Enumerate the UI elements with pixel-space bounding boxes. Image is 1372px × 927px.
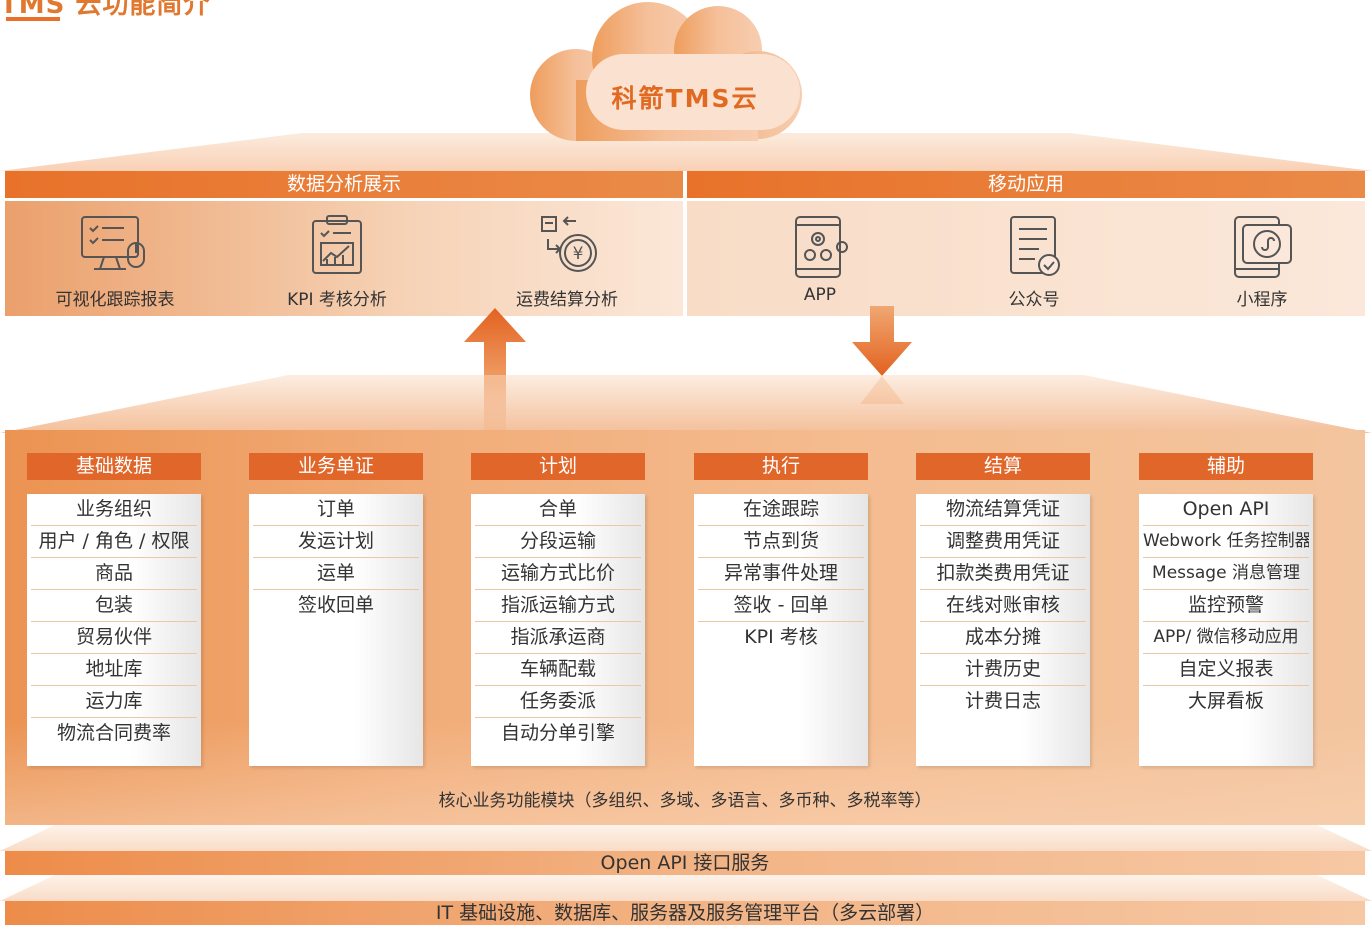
- module-list: Open API Webwork 任务控制器 Message 消息管理 监控预警…: [1139, 494, 1313, 766]
- list-item: 在线对账审核: [920, 590, 1086, 622]
- list-item: 商品: [31, 558, 197, 590]
- core-fade-overlay: [5, 720, 1365, 825]
- mobile-section-panel: APP 公众号 小程序: [687, 201, 1365, 316]
- mobile-item-mini-program: 小程序: [1162, 201, 1362, 316]
- api-connector-shape: [0, 825, 1372, 851]
- list-item: 物流结算凭证: [920, 494, 1086, 526]
- list-item: 任务委派: [475, 686, 641, 718]
- list-item: 自定义报表: [1143, 654, 1309, 686]
- data-item-tracking-report: 可视化跟踪报表: [15, 201, 215, 316]
- list-item: 节点到货: [698, 526, 864, 558]
- list-item: 计费历史: [920, 654, 1086, 686]
- list-item: 扣款类费用凭证: [920, 558, 1086, 590]
- list-item: 合单: [475, 494, 641, 526]
- list-item: 订单: [253, 494, 419, 526]
- module-execution: 执行 在途跟踪 节点到货 异常事件处理 签收 - 回单 KPI 考核: [694, 453, 868, 766]
- cloud-icon: [530, 2, 802, 141]
- mobile-item-label: APP: [803, 285, 837, 305]
- data-item-label: KPI 考核分析: [287, 290, 387, 310]
- list-item: 指派运输方式: [475, 590, 641, 622]
- module-list: 订单 发运计划 运单 签收回单: [249, 494, 423, 766]
- list-item: 自动分单引擎: [500, 722, 615, 744]
- data-section-header: 数据分析展示: [5, 171, 683, 198]
- list-item: 异常事件处理: [698, 558, 864, 590]
- infra-layer-bar: IT 基础设施、数据库、服务器及服务管理平台（多云部署）: [5, 901, 1365, 925]
- monitor-report-icon: [81, 216, 145, 270]
- list-item: 用户 / 角色 / 权限: [31, 526, 197, 558]
- module-header: 结算: [916, 453, 1090, 480]
- module-basic-data: 基础数据 业务组织 用户 / 角色 / 权限 商品 包装 贸易伙伴 地址库 运力…: [27, 453, 201, 766]
- data-section-panel: 可视化跟踪报表 KPI 考核分析 ¥: [5, 201, 683, 316]
- module-list: 在途跟踪 节点到货 异常事件处理 签收 - 回单 KPI 考核: [694, 494, 868, 766]
- list-item: 调整费用凭证: [920, 526, 1086, 558]
- list-item: 签收回单: [297, 594, 374, 616]
- mobile-section-header: 移动应用: [687, 171, 1365, 198]
- list-item: KPI 考核: [744, 626, 818, 648]
- mobile-item-label: 公众号: [1008, 290, 1060, 310]
- list-item: 在途跟踪: [698, 494, 864, 526]
- list-item: Message 消息管理: [1143, 558, 1309, 590]
- list-item: 包装: [31, 590, 197, 622]
- mobile-item-label: 小程序: [1236, 290, 1288, 310]
- list-item: 监控预警: [1143, 590, 1309, 622]
- list-item: 车辆配载: [475, 654, 641, 686]
- data-item-freight-analysis: ¥ 运费结算分析: [467, 201, 667, 316]
- module-business-documents: 业务单证 订单 发运计划 运单 签收回单: [249, 453, 423, 766]
- list-item: 计费日志: [964, 690, 1041, 712]
- module-header: 辅助: [1139, 453, 1313, 480]
- infra-connector-shape: [0, 875, 1372, 901]
- module-header: 执行: [694, 453, 868, 480]
- list-item: 大屏看板: [1187, 690, 1264, 712]
- mini-program-icon: [1234, 216, 1292, 278]
- list-item: 物流合同费率: [56, 722, 171, 744]
- api-layer-bar: Open API 接口服务: [5, 851, 1365, 875]
- title-underline: [6, 17, 60, 21]
- up-arrow-icon: [464, 308, 526, 434]
- svg-text:¥: ¥: [573, 244, 584, 264]
- data-item-kpi-analysis: KPI 考核分析: [237, 201, 437, 316]
- module-settlement: 结算 物流结算凭证 调整费用凭证 扣款类费用凭证 在线对账审核 成本分摊 计费历…: [916, 453, 1090, 766]
- list-item: 分段运输: [475, 526, 641, 558]
- yuan-exchange-icon: ¥: [541, 216, 597, 272]
- clipboard-chart-icon: [312, 215, 362, 274]
- module-header: 计划: [471, 453, 645, 480]
- list-item: 地址库: [31, 654, 197, 686]
- module-header: 基础数据: [27, 453, 201, 480]
- module-auxiliary: 辅助 Open API Webwork 任务控制器 Message 消息管理 监…: [1139, 453, 1313, 766]
- data-item-label: 运费结算分析: [516, 290, 618, 310]
- list-item: 贸易伙伴: [31, 622, 197, 654]
- module-list: 合单 分段运输 运输方式比价 指派运输方式 指派承运商 车辆配载 任务委派 自动…: [471, 494, 645, 766]
- mobile-item-app: APP: [720, 201, 920, 316]
- module-list: 业务组织 用户 / 角色 / 权限 商品 包装 贸易伙伴 地址库 运力库 物流合…: [27, 494, 201, 766]
- list-item: 运输方式比价: [475, 558, 641, 590]
- module-planning: 计划 合单 分段运输 运输方式比价 指派运输方式 指派承运商 车辆配载 任务委派…: [471, 453, 645, 766]
- data-item-label: 可视化跟踪报表: [55, 290, 175, 310]
- list-item: 发运计划: [253, 526, 419, 558]
- page-title: TMS 云功能简介: [0, 0, 211, 20]
- tablet-gears-icon: [795, 216, 848, 278]
- cloud-label: 科箭TMS云: [611, 84, 759, 113]
- list-item: 运单: [253, 558, 419, 590]
- list-item: Webwork 任务控制器: [1143, 526, 1309, 558]
- list-item: APP/ 微信移动应用: [1143, 622, 1309, 654]
- list-item: 指派承运商: [475, 622, 641, 654]
- core-caption: 核心业务功能模块（多组织、多域、多语言、多币种、多税率等）: [438, 791, 932, 811]
- core-connector-shape: [0, 375, 1372, 433]
- list-item: Open API: [1143, 494, 1309, 526]
- module-header: 业务单证: [249, 453, 423, 480]
- document-check-icon: [1010, 216, 1060, 276]
- mobile-item-official-account: 公众号: [934, 201, 1134, 316]
- list-item: 签收 - 回单: [698, 590, 864, 622]
- list-item: 成本分摊: [920, 622, 1086, 654]
- module-list: 物流结算凭证 调整费用凭证 扣款类费用凭证 在线对账审核 成本分摊 计费历史 计…: [916, 494, 1090, 766]
- list-item: 运力库: [31, 686, 197, 718]
- list-item: 业务组织: [31, 494, 197, 526]
